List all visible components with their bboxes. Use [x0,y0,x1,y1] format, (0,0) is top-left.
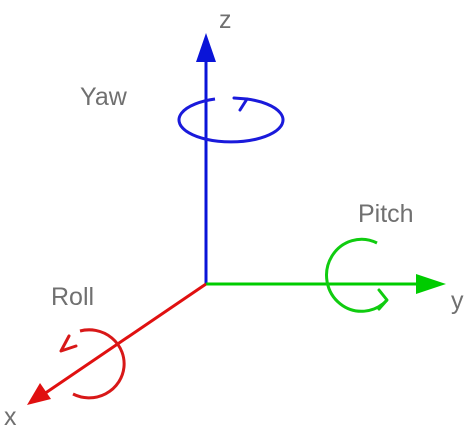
x-axis [27,282,207,405]
roll-rotation-arrow-icon [59,328,126,400]
pitch-label: Pitch [358,200,414,228]
z-axis [196,33,216,284]
x-axis-line [43,282,207,396]
z-axis-arrowhead [196,33,216,62]
z-axis-label: z [219,6,232,34]
x-axis-arrowhead [27,383,51,405]
y-axis [206,274,446,294]
y-axis-label: y [451,287,464,315]
roll-label: Roll [51,283,94,311]
y-axis-arrowhead [416,274,446,294]
yaw-rotation-arrow-icon [177,96,285,144]
x-axis-label: x [4,403,17,431]
pitch-rotation-arrow-icon [325,237,389,313]
yaw-label: Yaw [80,83,128,111]
